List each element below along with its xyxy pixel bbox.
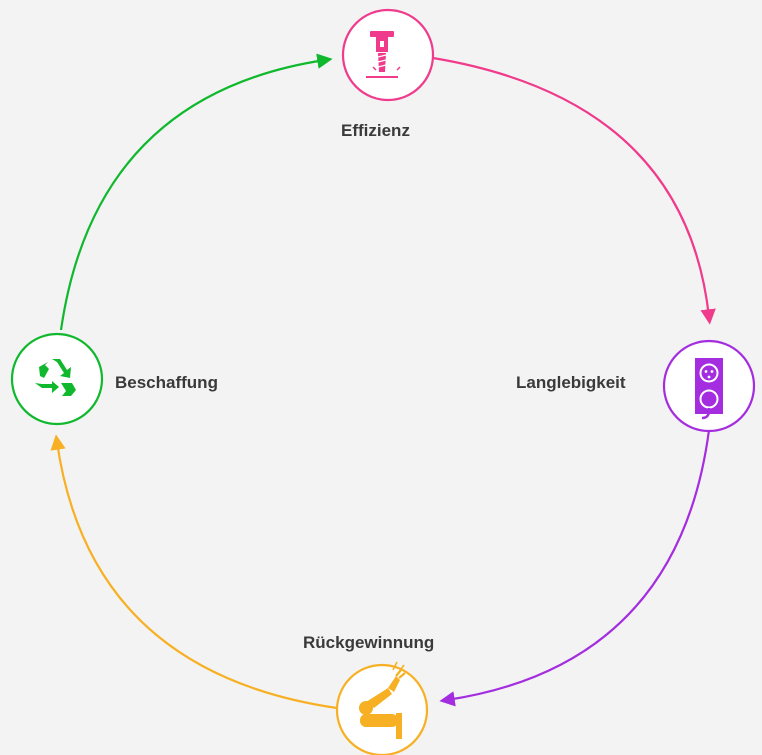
node-label-effizienz: Effizienz — [341, 121, 410, 140]
node-label-langlebigkeit: Langlebigkeit — [516, 373, 626, 392]
node-label-beschaffung: Beschaffung — [115, 373, 218, 392]
arrow-beschaffung-to-effizienz — [59, 53, 333, 331]
recycle-icon — [35, 359, 76, 396]
arrow-rueckgewinnung-to-beschaffung — [50, 434, 338, 710]
power-outlet-icon — [695, 358, 723, 420]
robot-arm-icon — [359, 661, 406, 739]
arrow-langlebigkeit-to-rueckgewinnung — [439, 429, 711, 707]
node-effizienz — [341, 8, 435, 102]
node-beschaffung — [10, 332, 104, 426]
drill-press-icon — [366, 31, 401, 78]
arrow-effizienz-to-langlebigkeit — [432, 56, 716, 325]
node-label-rueckgewinnung: Rückgewinnung — [303, 633, 435, 652]
node-rueckgewinnung — [335, 661, 429, 755]
node-langlebigkeit — [662, 339, 756, 433]
